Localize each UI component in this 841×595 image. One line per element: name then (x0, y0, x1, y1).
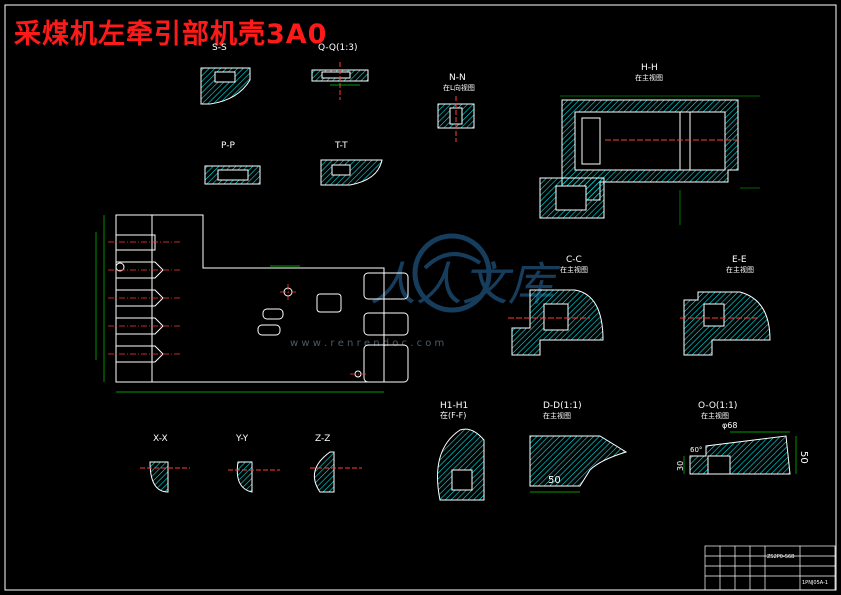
view-h1 (437, 428, 485, 501)
dim-oo-left: 30 (676, 461, 685, 471)
title-block (704, 545, 836, 591)
label-cc-sub: 在主视图 (560, 265, 588, 274)
view-nn (437, 96, 475, 142)
view-yy (228, 461, 280, 493)
label-nn-sub: 在L向视图 (443, 83, 475, 92)
label-cc: C-C (566, 255, 582, 265)
label-ss: S-S (212, 43, 227, 53)
watermark: 人人文库 w w w . r e n r e n d o c . c o m (290, 233, 561, 349)
view-hh (539, 95, 760, 225)
view-pp (204, 165, 261, 185)
main-view-centerlines (108, 241, 366, 375)
dim-oo-angle: 60° (690, 446, 702, 454)
view-ee (680, 291, 771, 356)
watermark-url: w w w . r e n r e n d o c . c o m (290, 338, 444, 349)
label-ee: E-E (732, 255, 747, 265)
label-zz: Z-Z (315, 434, 330, 444)
view-ss (200, 67, 251, 105)
label-qq: Q-Q(1:3) (318, 43, 358, 53)
view-dd (529, 435, 628, 493)
main-view (115, 214, 409, 383)
watermark-text: 人人文库 (370, 257, 561, 311)
view-xx (140, 461, 190, 493)
watermark-logo-icon (412, 233, 492, 313)
label-yy: Y-Y (235, 434, 249, 444)
dim-oo-right: 50 (798, 451, 809, 464)
label-dd-sub: 在主视图 (543, 411, 571, 420)
sheet-border (4, 4, 837, 591)
dim-oo-dia: φ68 (722, 421, 737, 430)
label-dd: D-D(1:1) (543, 401, 582, 411)
drawing-title: 采煤机左牵引部机壳3A0 (14, 19, 328, 50)
main-view-dimensions (95, 215, 384, 393)
label-h1: H1-H1 (440, 401, 468, 411)
label-hh-sub: 在主视图 (635, 73, 663, 82)
view-oo (683, 431, 797, 475)
view-zz (310, 451, 362, 493)
view-tt (320, 159, 383, 186)
label-xx: X-X (153, 434, 168, 444)
dim-dd-width: 50 (548, 475, 561, 486)
label-hh: H-H (641, 63, 658, 73)
title-block-code: ZS2P0-S6B (767, 554, 795, 560)
label-nn: N-N (449, 73, 466, 83)
label-oo-sub: 在主视图 (701, 411, 729, 420)
label-oo: O-O(1:1) (698, 401, 737, 411)
title-block-drawing-no: 1PNJ05A-1 (802, 580, 828, 586)
label-ee-sub: 在主视图 (726, 265, 754, 274)
label-tt: T-T (334, 141, 348, 151)
view-cc (508, 289, 604, 356)
label-h1-sub: 在(F-F) (440, 410, 466, 420)
view-qq (311, 62, 369, 100)
label-pp: P-P (221, 141, 235, 151)
